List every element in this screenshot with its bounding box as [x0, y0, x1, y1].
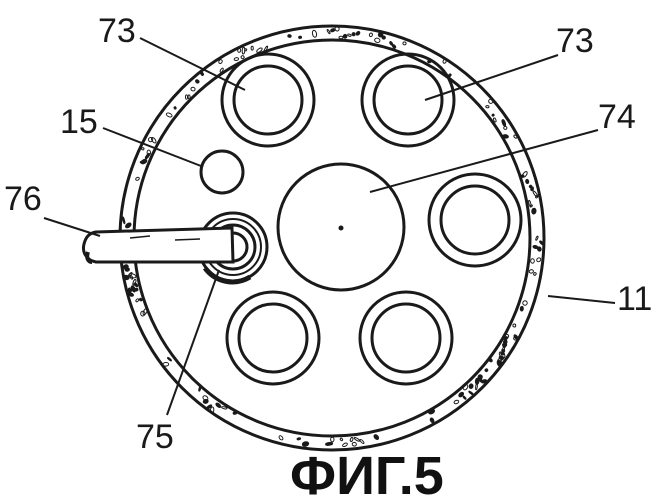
ring-hole-top-right — [362, 54, 454, 146]
shell-speckle — [531, 259, 535, 264]
shell-speckle — [327, 29, 331, 34]
shell-speckle — [355, 31, 360, 36]
figure-caption: ФИГ.5 — [290, 446, 444, 500]
shell-speckle — [469, 383, 474, 388]
shell-speckle — [503, 126, 507, 130]
shell-speckle — [166, 112, 173, 118]
shell-speckle — [535, 236, 538, 241]
shell-speckle — [278, 435, 283, 441]
ring-hole-right — [429, 174, 521, 266]
shell-speckle — [185, 95, 187, 99]
small-hole — [201, 151, 243, 193]
shell-speckle — [381, 35, 385, 39]
shell-speckle — [531, 208, 536, 214]
shell-speckle — [530, 187, 533, 191]
shell-speckle — [127, 289, 132, 291]
central-disc — [278, 164, 404, 290]
shell-speckle — [359, 439, 364, 444]
rod — [84, 228, 234, 262]
shell-speckle — [478, 374, 483, 379]
label-rod-bushing: 75 — [136, 418, 174, 456]
shell-speckle — [501, 119, 506, 126]
shell-speckle — [347, 34, 351, 37]
shell-speckle — [525, 179, 529, 184]
label-hole-top-left: 73 — [98, 12, 136, 50]
shell-speckle — [486, 105, 490, 108]
shell-speckle — [442, 59, 446, 64]
label-small-hole: 15 — [60, 103, 98, 141]
label-rod: 76 — [4, 180, 42, 218]
shell-speckle — [125, 222, 132, 229]
shell-speckle — [522, 300, 528, 306]
shell-speckle — [198, 387, 201, 391]
shell-speckle — [134, 288, 138, 292]
shell-speckle — [140, 158, 147, 164]
shell-speckle — [233, 412, 237, 415]
shell-speckle — [122, 217, 125, 224]
shell-speckle — [537, 246, 542, 252]
shell-speckle — [350, 437, 354, 442]
shell-speckle — [343, 34, 347, 38]
shell-speckle — [135, 298, 139, 302]
shell-speckle — [373, 434, 379, 441]
shell-speckle — [488, 358, 493, 363]
shell-speckle — [430, 417, 435, 423]
shell-speckle — [374, 38, 380, 44]
shell-speckle — [492, 114, 495, 117]
shell-speckle — [288, 34, 292, 37]
shell-speckle — [195, 79, 200, 84]
shell-speckle — [135, 177, 140, 181]
shell-speckle — [163, 362, 169, 366]
shell-speckle — [403, 42, 406, 45]
shell-speckle — [142, 308, 148, 316]
shell-speckle — [251, 46, 253, 50]
shell-speckle — [513, 324, 516, 327]
shell-speckle — [312, 30, 317, 38]
label-hole-top-right: 73 — [556, 22, 594, 60]
shell-speckle — [242, 47, 245, 54]
shell-speckle — [463, 396, 467, 400]
shell-speckle — [241, 55, 245, 59]
shell-speckle — [369, 33, 373, 37]
shell-speckle — [234, 57, 239, 61]
shell-speckle — [503, 134, 509, 138]
shell-speckle — [190, 87, 195, 92]
shell-speckle — [339, 36, 343, 38]
shell-speckle — [468, 391, 473, 396]
shell-speckle — [536, 257, 542, 262]
shell-speckle — [188, 95, 190, 99]
shell-speckle — [297, 437, 301, 440]
ring-hole-top-left — [222, 54, 314, 146]
ring-hole-bottom-left — [227, 292, 319, 384]
ring-hole-bottom-right — [360, 292, 452, 384]
label-outer-shell: 11 — [617, 280, 652, 318]
shell-speckle — [123, 275, 129, 280]
shell-speckle — [351, 32, 355, 36]
shell-speckle — [520, 306, 523, 311]
shell-speckle — [330, 437, 334, 442]
shell-speckle — [533, 272, 537, 276]
shell-speckle — [174, 106, 177, 109]
shell-speckle — [200, 72, 204, 76]
shell-speckle — [150, 137, 156, 144]
shell-speckle — [167, 357, 172, 361]
shell-speckle — [485, 368, 489, 372]
shell-speckle — [238, 48, 241, 52]
label-central-disc: 74 — [598, 98, 636, 136]
shell-speckle — [529, 269, 534, 273]
shell-speckle — [354, 437, 360, 442]
shell-speckle — [141, 147, 144, 150]
shell-speckle — [335, 26, 340, 31]
shell-speckle — [206, 404, 212, 409]
shell-speckle — [340, 438, 343, 441]
shell-speckle — [298, 36, 301, 39]
shell-speckle — [454, 400, 460, 405]
